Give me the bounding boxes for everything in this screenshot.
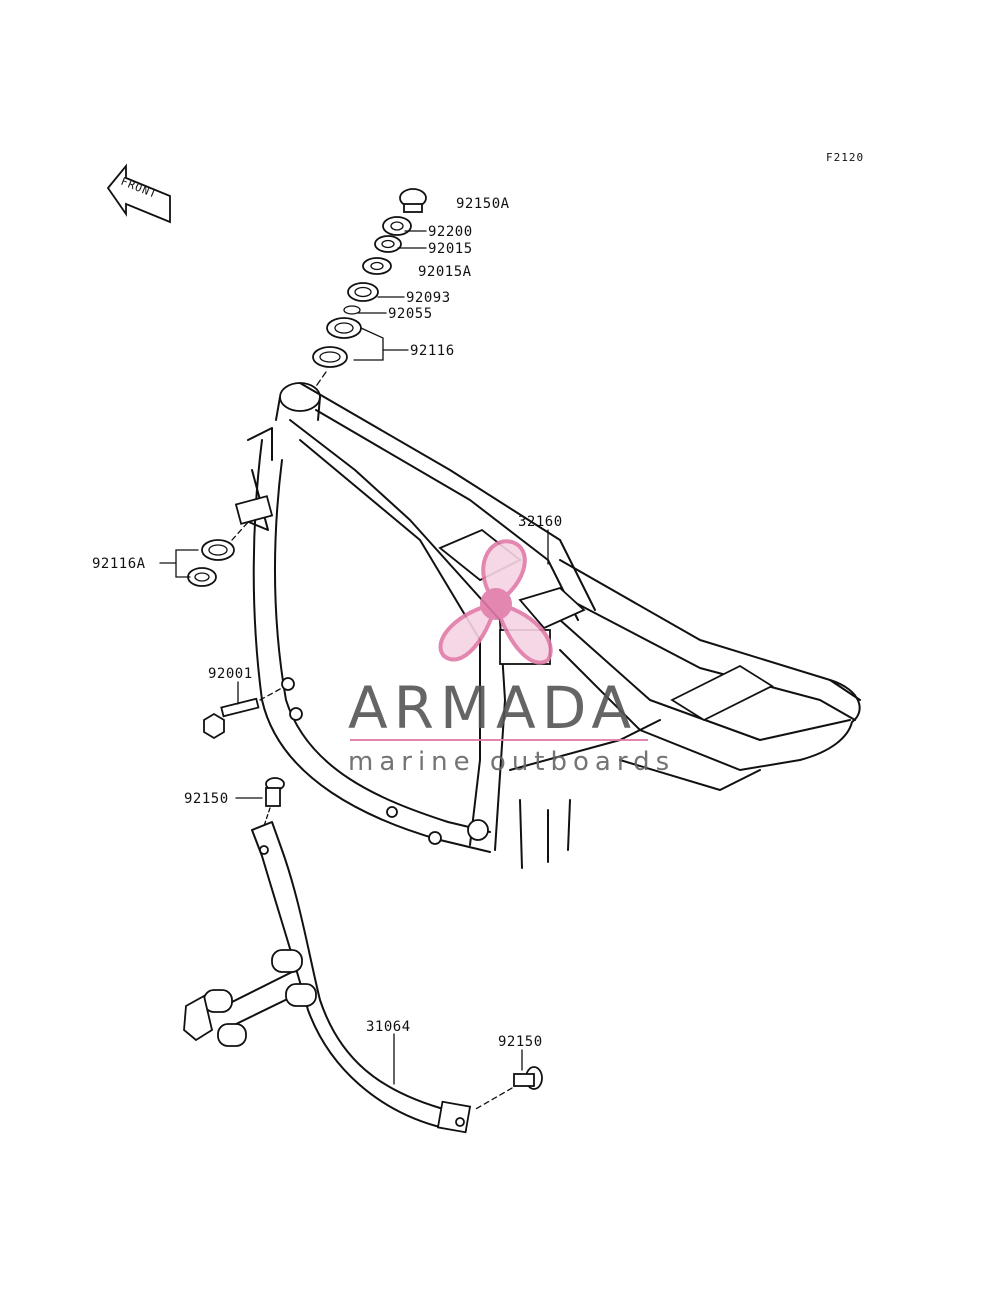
frame-bolt-icon [203, 681, 283, 740]
watermark-brand: ARMADA [348, 674, 637, 742]
label-92093: 92093 [406, 290, 451, 306]
bearing-upper-icon [326, 317, 362, 339]
propeller-logo-icon [438, 539, 553, 665]
bearing-lower-icon [312, 346, 348, 368]
label-32160: 32160 [518, 514, 563, 530]
nut-a-icon [362, 257, 392, 275]
nut-icon [374, 235, 402, 253]
label-92001: 92001 [208, 666, 253, 682]
label-92200: 92200 [428, 224, 473, 240]
cap-bolt-icon [399, 188, 427, 213]
label-92150A: 92150A [456, 196, 510, 212]
main-frame [234, 382, 861, 869]
washer-icon [382, 216, 412, 236]
diagram-code: F2120 [826, 151, 864, 164]
label-31064: 31064 [366, 1019, 411, 1035]
label-92015A: 92015A [418, 264, 472, 280]
label-92116: 92116 [410, 343, 455, 359]
stack-leaders [353, 230, 427, 361]
watermark-tagline: marine outboards [348, 747, 675, 777]
label-92116A: 92116A [92, 556, 146, 572]
downtube-assembly [183, 777, 472, 1134]
watermark: ARMADA marine outboards [348, 539, 675, 777]
seal-icon [347, 282, 379, 302]
label-92055: 92055 [388, 306, 433, 322]
bearing-lower-set [159, 519, 251, 587]
label-92150-lower: 92150 [498, 1034, 543, 1050]
label-92015: 92015 [428, 241, 473, 257]
front-arrow-icon: FRONT [106, 163, 171, 224]
label-92150-upper: 92150 [184, 791, 229, 807]
lower-bolt-icon [473, 1049, 543, 1111]
o-ring-icon [343, 305, 361, 315]
